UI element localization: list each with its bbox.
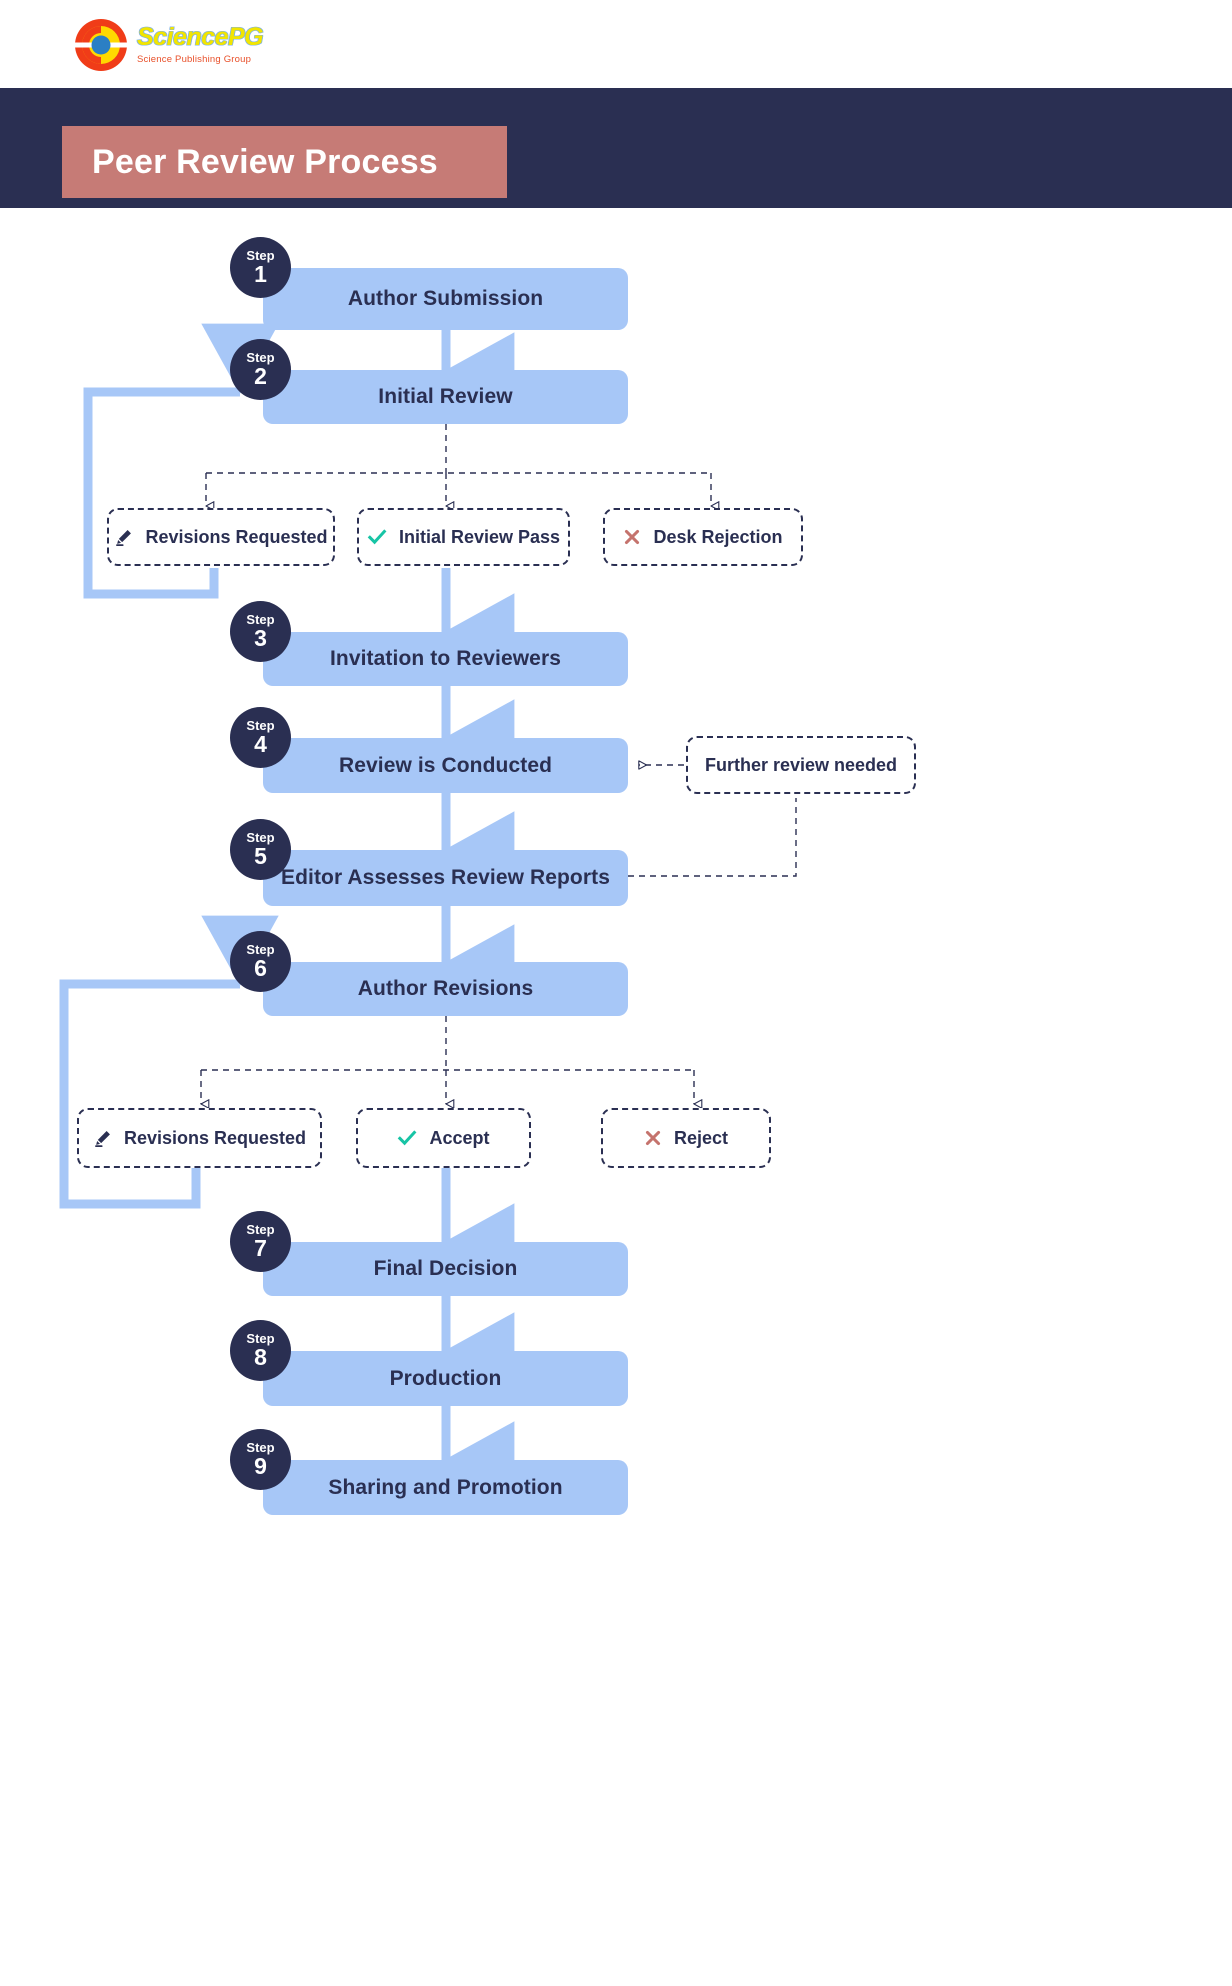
step-box-1[interactable]: Author Submission <box>263 268 628 330</box>
page-title: Peer Review Process <box>92 142 438 181</box>
brand-name: SciencePG <box>137 23 264 52</box>
cross-icon <box>644 1129 662 1147</box>
connector-layer <box>59 323 797 1499</box>
decision-label-revisions-requested-1: Revisions Requested <box>145 526 328 547</box>
step-label-4: Review is Conducted <box>338 753 553 777</box>
step-badge-word-5: Step <box>246 830 275 845</box>
step-badge-number-9: 9 <box>254 1453 267 1479</box>
step-badge-5[interactable]: Step 5 <box>230 819 291 880</box>
step-badge-number-2: 2 <box>254 363 267 389</box>
step-box-7[interactable]: Final Decision <box>263 1242 628 1296</box>
flowchart: Author Submission Step 1 Initial Review … <box>0 208 1232 1986</box>
decision-label-revisions-requested-2: Revisions Requested <box>123 1127 307 1148</box>
wire-step5-to-further <box>628 798 797 877</box>
brand-tagline: Science Publishing Group <box>137 54 252 66</box>
decision-label-initial-review-pass: Initial Review Pass <box>398 526 561 547</box>
step-badge-number-7: 7 <box>254 1235 267 1261</box>
step-badge-number-5: 5 <box>254 843 267 869</box>
step-badge-3[interactable]: Step 3 <box>230 601 291 662</box>
note-label-further-review-needed: Further review needed <box>704 754 898 775</box>
step-label-9: Sharing and Promotion <box>328 1475 563 1499</box>
step-badge-number-1: 1 <box>254 261 267 287</box>
decision-box-reject[interactable]: Reject <box>601 1108 771 1168</box>
note-box-further-review-needed[interactable]: Further review needed <box>686 736 916 794</box>
step-badge-number-4: 4 <box>254 731 267 757</box>
step-box-9[interactable]: Sharing and Promotion <box>263 1460 628 1515</box>
step-badge-8[interactable]: Step 8 <box>230 1320 291 1381</box>
loop-revisions2-to-step6 <box>59 915 279 1209</box>
cross-icon <box>623 528 641 546</box>
step-label-6: Author Revisions <box>357 977 534 1000</box>
brand-logo: SciencePG Science Publishing Group <box>74 18 264 72</box>
pencil-icon <box>114 528 133 547</box>
step-box-2[interactable]: Initial Review <box>263 370 628 424</box>
step-box-4[interactable]: Review is Conducted <box>263 738 628 793</box>
step-label-1: Author Submission <box>347 287 544 310</box>
decision-label-accept: Accept <box>429 1127 490 1148</box>
step-badge-word-8: Step <box>246 1331 275 1346</box>
step-badge-word-9: Step <box>246 1440 275 1455</box>
step-label-8: Production <box>389 1366 502 1390</box>
step-label-2: Initial Review <box>378 385 513 408</box>
step-label-5: Editor Assesses Review Reports <box>280 866 611 889</box>
decision-box-initial-review-pass[interactable]: Initial Review Pass <box>357 508 570 566</box>
check-icon <box>367 527 387 547</box>
decision-box-revisions-requested-1[interactable]: Revisions Requested <box>107 508 335 566</box>
decision-box-revisions-requested-2[interactable]: Revisions Requested <box>77 1108 322 1168</box>
sciencepg-circle-logo-icon <box>74 18 128 72</box>
step-badge-word-4: Step <box>246 718 275 733</box>
decision-label-desk-rejection: Desk Rejection <box>653 526 783 547</box>
decision-box-desk-rejection[interactable]: Desk Rejection <box>603 508 803 566</box>
step-badge-2[interactable]: Step 2 <box>230 339 291 400</box>
step-box-8[interactable]: Production <box>263 1351 628 1406</box>
decision-label-reject: Reject <box>673 1127 729 1148</box>
step-badge-7[interactable]: Step 7 <box>230 1211 291 1272</box>
step-badge-number-6: 6 <box>254 955 267 981</box>
pencil-icon <box>93 1129 112 1148</box>
step-badge-4[interactable]: Step 4 <box>230 707 291 768</box>
step-badge-word-1: Step <box>246 248 275 263</box>
check-icon <box>397 1128 417 1148</box>
page-title-box: Peer Review Process <box>62 126 507 198</box>
step-badge-word-3: Step <box>246 612 275 627</box>
step-badge-9[interactable]: Step 9 <box>230 1429 291 1490</box>
decision-box-accept[interactable]: Accept <box>356 1108 531 1168</box>
step-label-3: Invitation to Reviewers <box>329 647 562 670</box>
step-badge-6[interactable]: Step 6 <box>230 931 291 992</box>
step-box-5[interactable]: Editor Assesses Review Reports <box>263 850 628 906</box>
step-badge-number-3: 3 <box>254 625 267 651</box>
step-badge-word-7: Step <box>246 1222 275 1237</box>
step-box-6[interactable]: Author Revisions <box>263 962 628 1016</box>
step-box-3[interactable]: Invitation to Reviewers <box>263 632 628 686</box>
step-label-7: Final Decision <box>373 1257 518 1280</box>
step-badge-1[interactable]: Step 1 <box>230 237 291 298</box>
step-badge-number-8: 8 <box>254 1344 267 1370</box>
